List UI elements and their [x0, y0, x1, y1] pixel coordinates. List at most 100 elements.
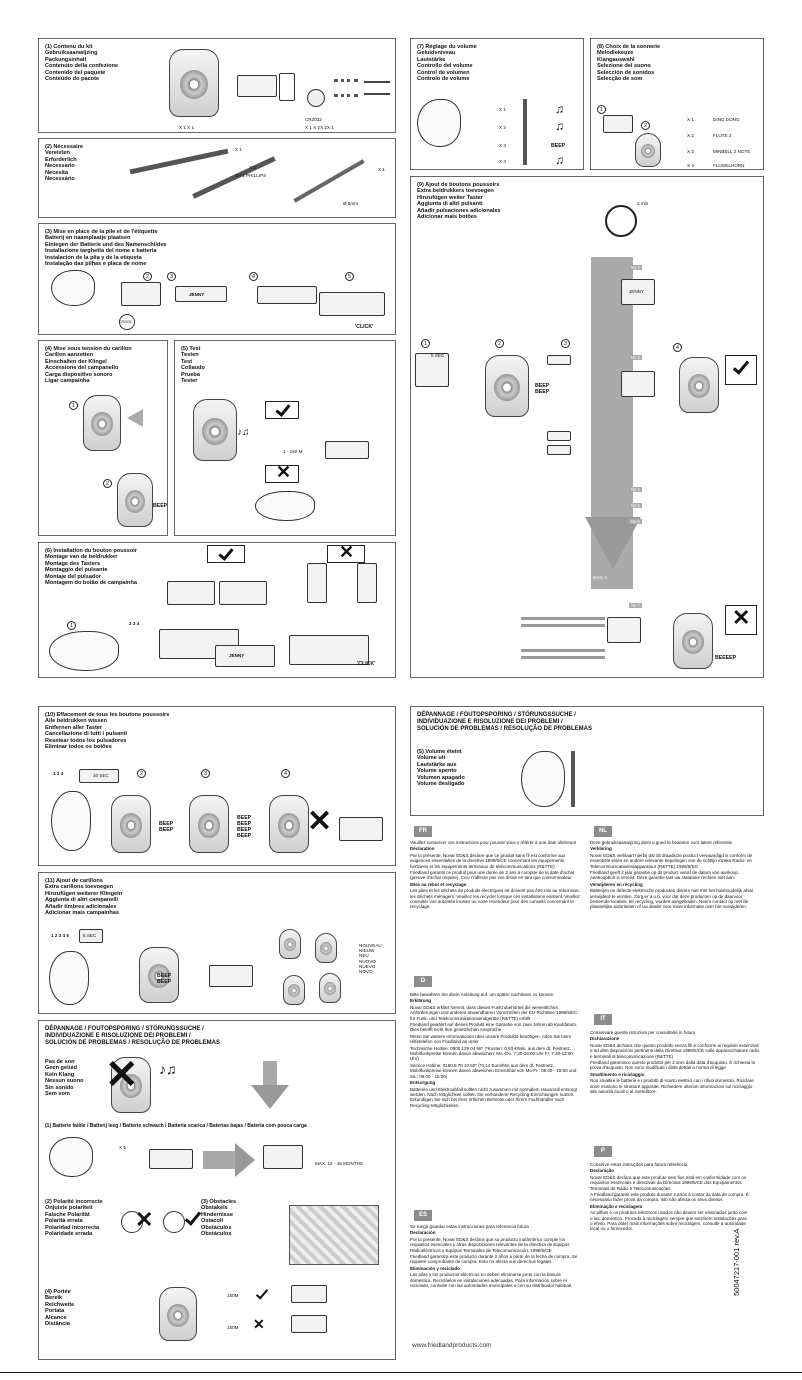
hand-add-image	[49, 951, 89, 1005]
chime-unit-image	[169, 49, 219, 117]
cross-icon: ✕	[732, 605, 751, 630]
pt-h1: Declaração	[590, 1168, 615, 1174]
lang-pt-badge: P	[594, 1146, 612, 1157]
battery-label-title: (3) Mise en place de la pile et de l'éti…	[45, 229, 167, 268]
website-link[interactable]: www.friedlandproducts.com	[412, 1342, 492, 1349]
add-buttons-title: (9) Ajout de boutons poussoirs Extra bel…	[417, 182, 501, 221]
it-p3: Non smaltire le batterie e i prodotti di…	[590, 1078, 754, 1095]
button-unit-2	[547, 431, 571, 441]
fr-h2: Mise au rebut et recyclage	[410, 881, 467, 887]
correct-orientation-box	[207, 545, 245, 563]
hand-mounting-image	[49, 631, 119, 671]
button-ringtone-image	[603, 115, 633, 133]
hand-volume-off-image	[521, 751, 565, 807]
nl-p3: Batterijen en defecte elektrische produc…	[590, 888, 753, 910]
lang-es-badge: ES	[414, 1210, 432, 1221]
name-card-image	[279, 73, 295, 101]
panel-battery-label: (3) Mise en place de la pile et de l'éti…	[38, 223, 396, 335]
battery-right-icon	[163, 1211, 185, 1233]
it-h1: Dichiarazione	[590, 1036, 620, 1042]
down-arrow-head	[251, 1085, 289, 1109]
fail-box: ✕	[725, 605, 757, 635]
nl-h2: Verwijderen en recycling	[590, 881, 643, 887]
chime-reset-2	[189, 795, 229, 853]
click-label: 'CLICK'	[357, 661, 376, 667]
button-unit-1	[547, 355, 571, 365]
final-button-image	[289, 635, 369, 665]
panel-install-button: (6) Installation du bouton poussoir Mont…	[38, 542, 396, 678]
right-arrow-shaft	[203, 1151, 237, 1169]
press-x3: X 3	[499, 143, 506, 148]
mount-correct-image	[167, 581, 215, 605]
add-chimes-steps: 1 2 3 4 5	[51, 933, 69, 938]
beeeep-label: BEEEEP	[715, 655, 737, 661]
no3-tag: No.3	[629, 355, 642, 360]
lang-de-badge: D	[414, 976, 432, 987]
nl-p1: Novar ED&S verklaart hierbij dat dit dra…	[590, 852, 753, 869]
step-1-marker: 1	[67, 621, 76, 630]
tool-qty-2: X 1	[249, 165, 256, 170]
range-label: 1 - 150 M	[283, 449, 303, 454]
kit-qty-left: X 1 X 1	[179, 125, 195, 130]
sheet-top-right: (7) Réglage du volume Geluidsniveau Laut…	[410, 38, 764, 678]
cross-icon: ✕	[276, 462, 292, 482]
drill-bit-icon	[293, 159, 365, 203]
pt-p3: As pilhas e os produtos eléctricos usado…	[590, 1210, 748, 1232]
nl-h1: Verklaring	[590, 846, 612, 852]
wall-plugs-icon	[334, 79, 358, 97]
coin-label: CR2032	[119, 320, 132, 324]
hand-button-image	[255, 491, 315, 521]
nosound-label: Pas de son Geen geluid Kein Klang Nessun…	[45, 1059, 84, 1098]
lang-it-text: Conservare queste istruzioni per consult…	[590, 1030, 760, 1095]
lang-it-badge: IT	[594, 1014, 612, 1025]
panel-volume: (7) Réglage du volume Geluidsniveau Laut…	[410, 38, 584, 170]
es-intro: Se ruega guardar estas instrucciones par…	[410, 1224, 529, 1229]
chime-success-image	[679, 357, 719, 413]
beep-label: BEEP	[551, 143, 566, 149]
no2-tag: No.2	[629, 265, 642, 270]
timer-label: 2 min	[637, 201, 649, 206]
beep-2-label: BEEP BEEP	[159, 821, 174, 833]
step-2-marker: 2	[495, 339, 504, 348]
add-chimes-title: (11) Ajout de carillons Extra carillons …	[45, 878, 123, 917]
button-open-image	[121, 282, 161, 306]
pt-intro: Conserve estas instruções para futura re…	[590, 1162, 688, 1167]
battery-heading: (1) Batterie faible / Batterij leeg / Ba…	[45, 1123, 307, 1129]
es-h1: Declaración	[410, 1230, 436, 1236]
tool-qty-1: X 1	[235, 147, 242, 152]
phillips-label: No 1 PHILLIPS	[235, 173, 267, 178]
step-3-marker: 3	[167, 272, 176, 281]
tone-3: MINBELL 2 NOTE	[713, 149, 751, 154]
chime-pair-image	[485, 355, 529, 417]
obstacles-label: (3) Obstacles Obstakels Hindernisse Osta…	[201, 1199, 237, 1238]
coin-battery-icon	[307, 89, 325, 107]
lang-pt-text: Conserve estas instruções para futura re…	[590, 1162, 750, 1233]
es-p2: Friedland garantiza este producto durant…	[410, 1254, 578, 1265]
button-unit-3	[547, 445, 571, 455]
button-hold-image	[79, 929, 103, 943]
new-label: NOUVEAU NIEUW NEU NUOVO NUEVO NOVO	[359, 943, 382, 975]
note-icon: ♫♫ ♫	[555, 102, 564, 167]
step-3-marker: 3	[201, 769, 210, 778]
panel-ringtone: (8) Choix de la sonnerie Melodiekeuze Kl…	[590, 38, 764, 170]
check-icon	[732, 357, 750, 375]
jenny-label: JENNY	[629, 289, 645, 294]
step-5-marker: 5	[345, 272, 354, 281]
no5-tag: No.5	[629, 503, 642, 508]
fr-p1: Par la présente, Novar ED&S déclare que …	[410, 852, 566, 869]
max-label: MAX. 6	[591, 575, 609, 580]
timer-icon	[605, 205, 637, 237]
check-icon	[275, 401, 291, 417]
step-3-marker: 3	[561, 339, 570, 348]
beep-label: BEEP	[153, 503, 168, 509]
button-range-image-1	[291, 1285, 327, 1303]
hand-battery-image	[49, 1137, 93, 1177]
mount-correct-image-2	[219, 581, 267, 605]
jenny-button-7	[607, 617, 641, 643]
volume-title: (7) Réglage du volume Geluidsniveau Laut…	[417, 44, 477, 83]
page-bottom-rule	[0, 1372, 802, 1373]
power-on-title: (4) Mise sous tension du carillon Carill…	[45, 346, 132, 385]
new-battery-image	[263, 1145, 303, 1169]
cross-icon: ✕	[105, 1053, 139, 1097]
lang-de-text: Bitte bewahren Sie diese Anleitung auf, …	[410, 992, 580, 1109]
